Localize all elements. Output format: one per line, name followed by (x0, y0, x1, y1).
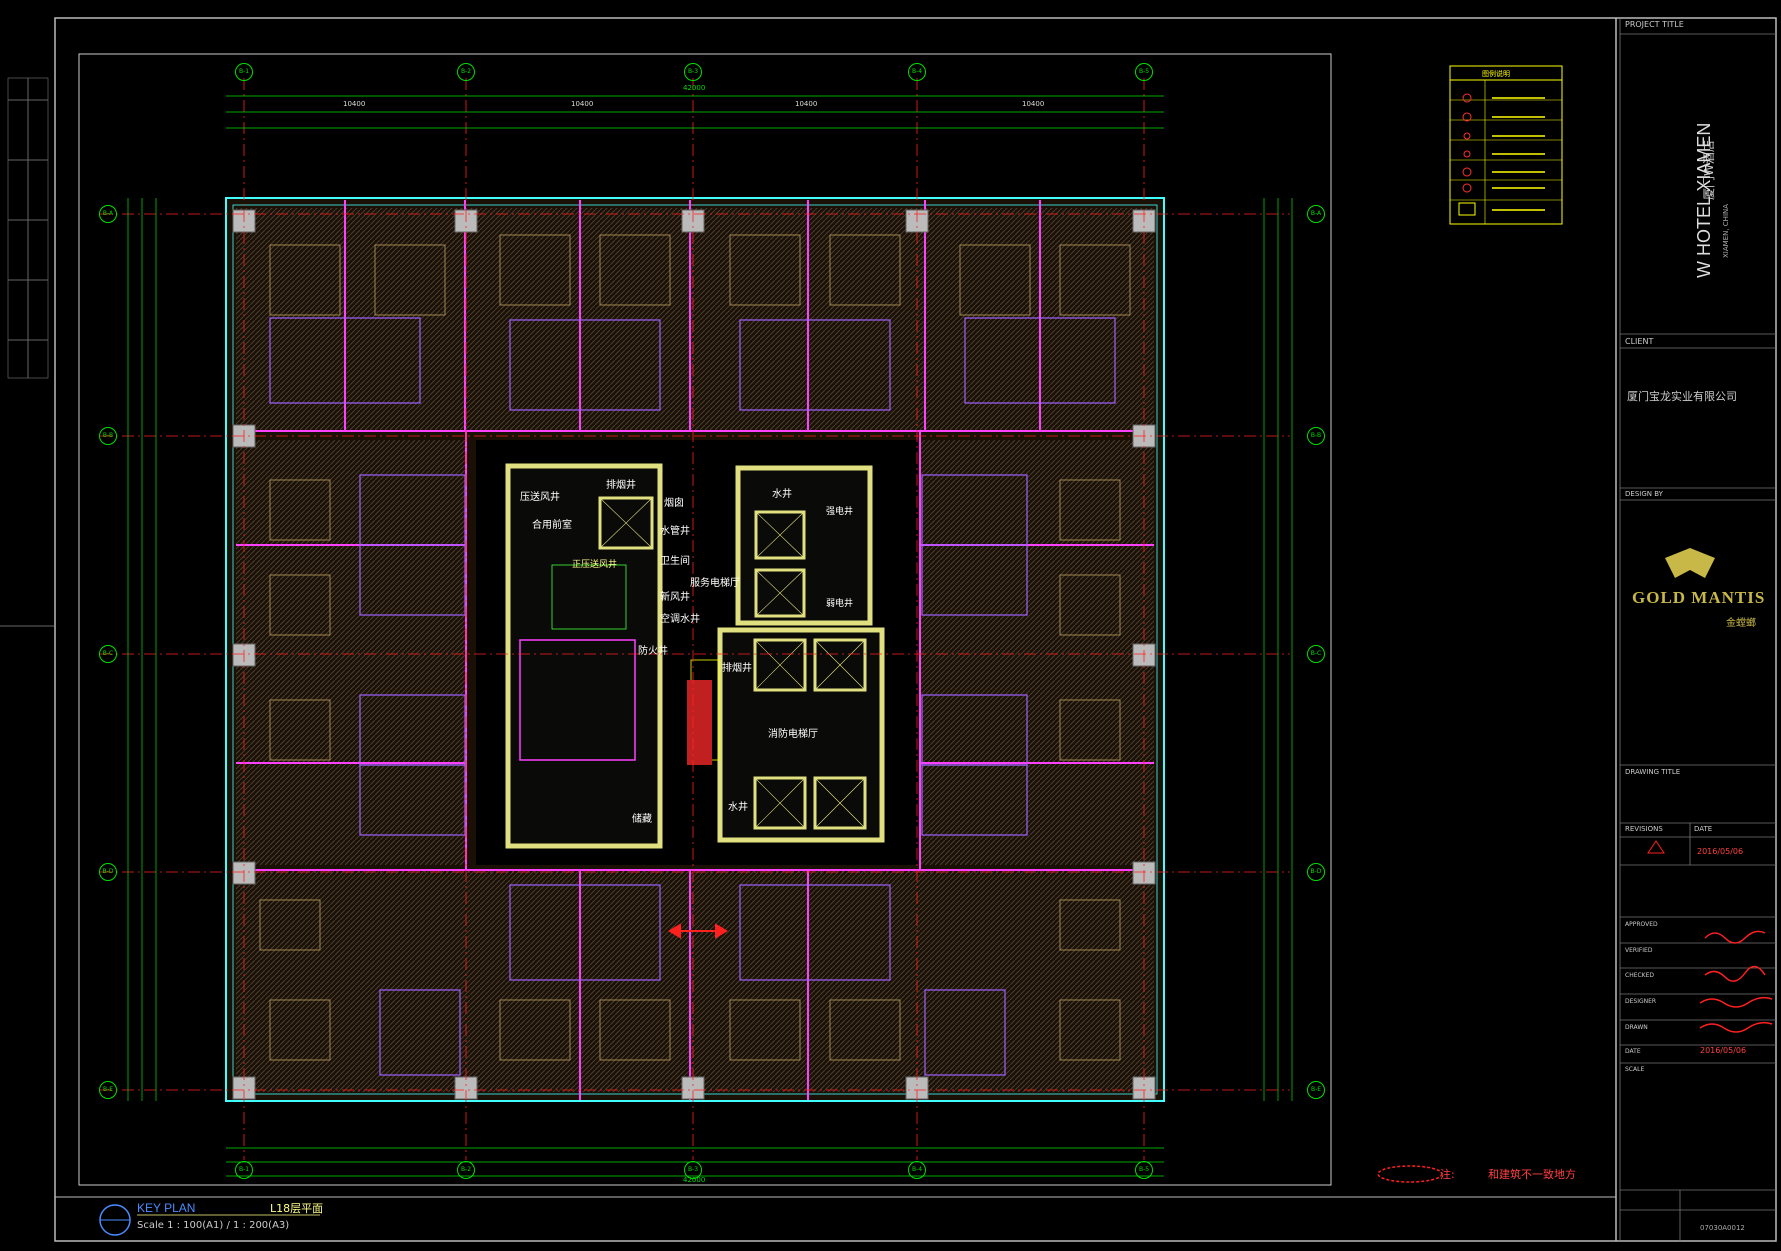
bay-dim-1: 10400 (343, 100, 366, 108)
revision-date: 2016/05/06 (1697, 847, 1744, 856)
grid-bubble-row-1-right: B-A (1307, 205, 1325, 223)
drawing-frame (78, 53, 1332, 1186)
drawn-label: DRAWN (1625, 1024, 1648, 1031)
checked-label: CHECKED (1625, 972, 1655, 979)
scale-label: SCALE (1625, 1066, 1645, 1073)
logo-text-cn: 金螳螂 (1726, 618, 1756, 629)
room-16: 储藏 (632, 814, 652, 825)
client-name: 厦门宝龙实业有限公司 (1627, 390, 1737, 403)
designer-label: DESIGNER (1625, 998, 1657, 1005)
grid-bubble-col-1-top: B-1 (235, 63, 253, 81)
grid-bubble-row-3-right: B-C (1307, 645, 1325, 663)
project-name-en: W HOTEL XIAMEN (1694, 122, 1714, 278)
grid-bubble-row-5-left: B-E (99, 1081, 117, 1099)
room-12: 强电井 (826, 507, 854, 517)
room-5: 卫生间 (660, 556, 690, 567)
note-text: 和建筑不一致地方 (1488, 1168, 1576, 1181)
legend-title: 图例说明 (1482, 70, 1510, 78)
grid-bubble-row-2-right: B-B (1307, 427, 1325, 445)
drawing-number: 07030A0012 (1700, 1224, 1745, 1232)
room-9: 空调水井 (660, 614, 700, 625)
room-3: 烟囱 (664, 498, 684, 509)
room-0: 压送风井 (520, 492, 560, 503)
overall-dim-top: 42000 (683, 84, 706, 92)
overall-dim-bottom: 42000 (683, 1176, 706, 1184)
grid-bubble-row-3-left: B-C (99, 645, 117, 663)
client-label: CLIENT (1625, 337, 1654, 346)
grid-bubble-row-1-left: B-A (99, 205, 117, 223)
grid-bubble-row-5-right: B-E (1307, 1081, 1325, 1099)
date-label: DATE (1694, 825, 1713, 833)
date-row-label: DATE (1625, 1048, 1641, 1055)
room-2: 合用前室 (532, 520, 572, 531)
design-by-label: DESIGN BY (1625, 490, 1663, 498)
room-7: 服务电梯厅 (690, 578, 740, 589)
grid-bubble-col-2-top: B-2 (457, 63, 475, 81)
grid-bubble-col-1-bottom: B-1 (235, 1161, 253, 1179)
verified-label: VERIFIED (1625, 947, 1653, 954)
room-6: 正压送风井 (572, 560, 618, 570)
floor-title: L18层平面 (270, 1202, 324, 1215)
grid-lines (100, 78, 1290, 1160)
grid-bubble-row-4-left: B-D (99, 863, 117, 881)
room-4: 水管井 (660, 526, 690, 537)
bay-dim-4: 10400 (1022, 100, 1045, 108)
logo-text: GOLD MANTIS (1632, 588, 1766, 607)
outer-frame (54, 17, 1777, 1242)
room-13: 弱电井 (826, 599, 854, 609)
room-11: 水井 (772, 489, 792, 500)
legend-box (1449, 65, 1563, 225)
room-14: 消防电梯厅 (768, 729, 818, 740)
grid-bubble-col-3-top: B-3 (684, 63, 702, 81)
revision-label: REVISIONS (1625, 825, 1663, 833)
keyplan-scale: Scale 1 : 100(A1) / 1 : 200(A3) (137, 1220, 290, 1231)
bay-dim-3: 10400 (795, 100, 818, 108)
note-prefix: 注: (1440, 1168, 1455, 1181)
project-location: XIAMEN, CHINA (1722, 203, 1730, 258)
room-17: 水井 (728, 802, 748, 813)
project-title-label: PROJECT TITLE (1625, 20, 1684, 29)
grid-bubble-col-4-top: B-4 (908, 63, 926, 81)
room-15: 排烟井 (722, 663, 752, 674)
room-10: 防火井 (638, 646, 668, 657)
grid-bubble-row-2-left: B-B (99, 427, 117, 445)
grid-bubble-col-4-bottom: B-4 (908, 1161, 926, 1179)
dimension-lines (127, 95, 1293, 1177)
bay-dim-2: 10400 (571, 100, 594, 108)
room-1: 排烟井 (606, 480, 636, 491)
grid-bubble-col-3-bottom: B-3 (684, 1161, 702, 1179)
room-8: 新风井 (660, 592, 690, 603)
revision-cloud (1377, 1165, 1443, 1183)
keyplan-label: KEY PLAN (137, 1201, 196, 1215)
drawing-title-label: DRAWING TITLE (1625, 768, 1681, 776)
approved-label: APPROVED (1625, 921, 1658, 928)
gold-mantis-logo (1665, 548, 1715, 578)
grid-bubble-col-5-top: B-5 (1135, 63, 1153, 81)
date-row-value: 2016/05/06 (1700, 1046, 1747, 1055)
floor-plan (225, 197, 1165, 1102)
grid-bubble-col-5-bottom: B-5 (1135, 1161, 1153, 1179)
grid-bubble-col-2-bottom: B-2 (457, 1161, 475, 1179)
grid-bubble-row-4-right: B-D (1307, 863, 1325, 881)
